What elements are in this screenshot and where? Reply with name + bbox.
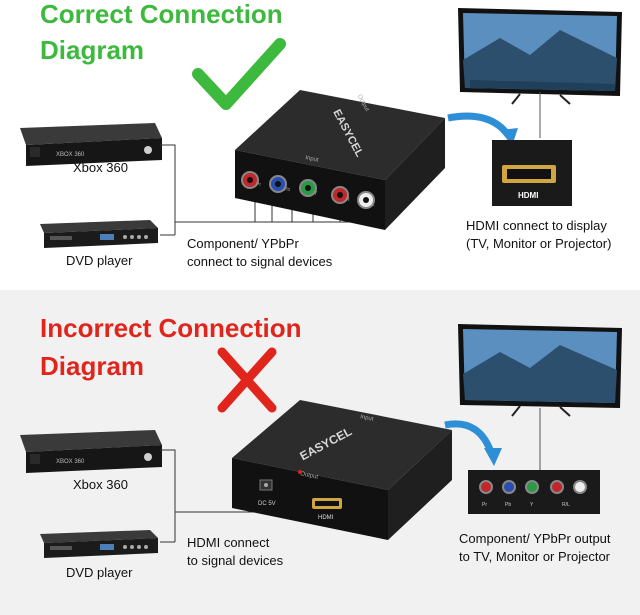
- xbox-brand-text-bottom: XBOX 360: [56, 459, 85, 465]
- converter-face-label: Input: [305, 155, 320, 164]
- component-output-caption-line2: to TV, Monitor or Projector: [459, 549, 611, 564]
- component-caption-line2: connect to signal devices: [187, 254, 333, 269]
- svg-text:Y: Y: [314, 191, 318, 197]
- incorrect-heading-line1: Incorrect Connection: [40, 313, 302, 343]
- output-arrow-icon-bottom: [444, 420, 496, 457]
- correct-heading-line1: Correct Connection: [40, 0, 283, 29]
- converter-face-label-bottom: Output: [300, 471, 319, 481]
- converter-top-label-bottom: Input: [360, 414, 375, 423]
- hdmi-output-caption-line1: HDMI connect to display: [466, 218, 607, 233]
- hdmi-input-port-label: HDMI: [318, 515, 334, 521]
- component-jacks-closeup: Pr Pb Y R/L: [468, 470, 600, 514]
- hdmi-input-caption-line1: HDMI connect: [187, 535, 270, 550]
- incorrect-connection-panel: Incorrect Connection Diagram XBOX 360: [0, 290, 640, 615]
- correct-connection-panel: Correct Connection Diagram XBOX 360: [0, 0, 640, 290]
- output-arrow-icon: [447, 112, 511, 138]
- xbox-360-console-bottom: XBOX 360: [20, 430, 162, 473]
- xbox-connection-line-bottom: [160, 449, 310, 513]
- dvd-label: DVD player: [66, 253, 133, 268]
- svg-text:Pr: Pr: [256, 182, 261, 188]
- cross-mark-icon: [217, 347, 277, 413]
- svg-text:Y: Y: [530, 502, 534, 508]
- incorrect-heading-line2: Diagram: [40, 351, 145, 381]
- component-output-caption-line1: Component/ YPbPr output: [459, 531, 611, 546]
- incorrect-diagram-art: XBOX 360 EASYCEL Inpu: [20, 324, 622, 558]
- component-caption-line1: Component/ YPbPr: [187, 236, 299, 251]
- hdmi-input-caption-line2: to signal devices: [187, 553, 284, 568]
- correct-diagram-art: XBOX 360: [20, 8, 622, 248]
- hdmi-port-closeup: HDMI: [492, 140, 572, 206]
- svg-text:R/L: R/L: [562, 502, 570, 508]
- dc-label: DC 5V: [258, 501, 276, 507]
- dvd-player: [40, 220, 158, 248]
- xbox-brand-text: XBOX 360: [56, 152, 85, 158]
- tv-display: [458, 8, 622, 138]
- xbox-360-console: XBOX 360: [20, 123, 162, 166]
- checkmark-icon: [192, 38, 286, 110]
- svg-text:Pb: Pb: [284, 187, 290, 193]
- converter-box-bottom: EASYCEL Input Output DC 5V HDMI: [232, 400, 452, 540]
- svg-text:Pr: Pr: [482, 502, 487, 508]
- xbox-label: Xbox 360: [73, 160, 128, 175]
- xbox-label-bottom: Xbox 360: [73, 477, 128, 492]
- hdmi-output-caption-line2: (TV, Monitor or Projector): [466, 236, 612, 251]
- svg-text:Pb: Pb: [505, 502, 511, 508]
- tv-display-bottom: [458, 324, 622, 472]
- svg-text:R: R: [346, 197, 350, 203]
- svg-text:L: L: [372, 202, 375, 208]
- dvd-label-bottom: DVD player: [66, 565, 133, 580]
- converter-box: EASYCEL Output Input Pr Pb Y R L: [235, 90, 445, 230]
- dvd-player-bottom: [40, 530, 158, 558]
- hdmi-port-label: HDMI: [518, 191, 538, 200]
- correct-heading-line2: Diagram: [40, 35, 145, 65]
